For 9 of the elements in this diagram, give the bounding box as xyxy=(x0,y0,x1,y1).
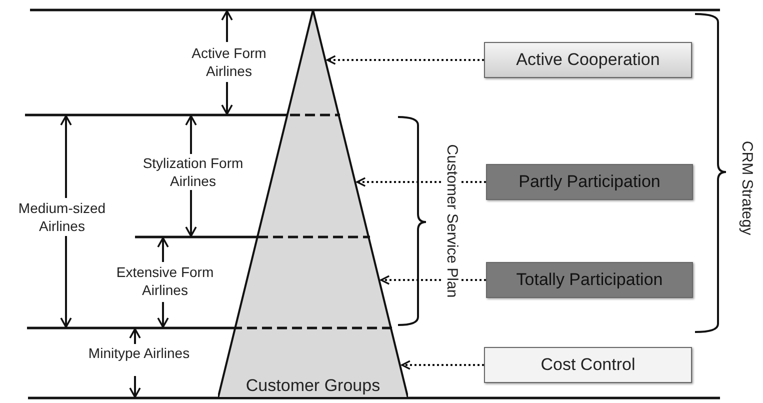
strategy-box: Active Cooperation xyxy=(484,42,692,78)
strategy-box: Partly Participation xyxy=(486,164,693,200)
strategy-box: Totally Participation xyxy=(486,262,693,298)
dotted-arrow xyxy=(380,275,486,285)
pyramid-label: Customer Groups xyxy=(246,376,380,396)
dotted-arrow xyxy=(326,55,484,65)
dotted-arrow xyxy=(356,177,486,187)
strategy-box: Cost Control xyxy=(484,347,692,383)
dotted-arrow xyxy=(401,360,484,370)
